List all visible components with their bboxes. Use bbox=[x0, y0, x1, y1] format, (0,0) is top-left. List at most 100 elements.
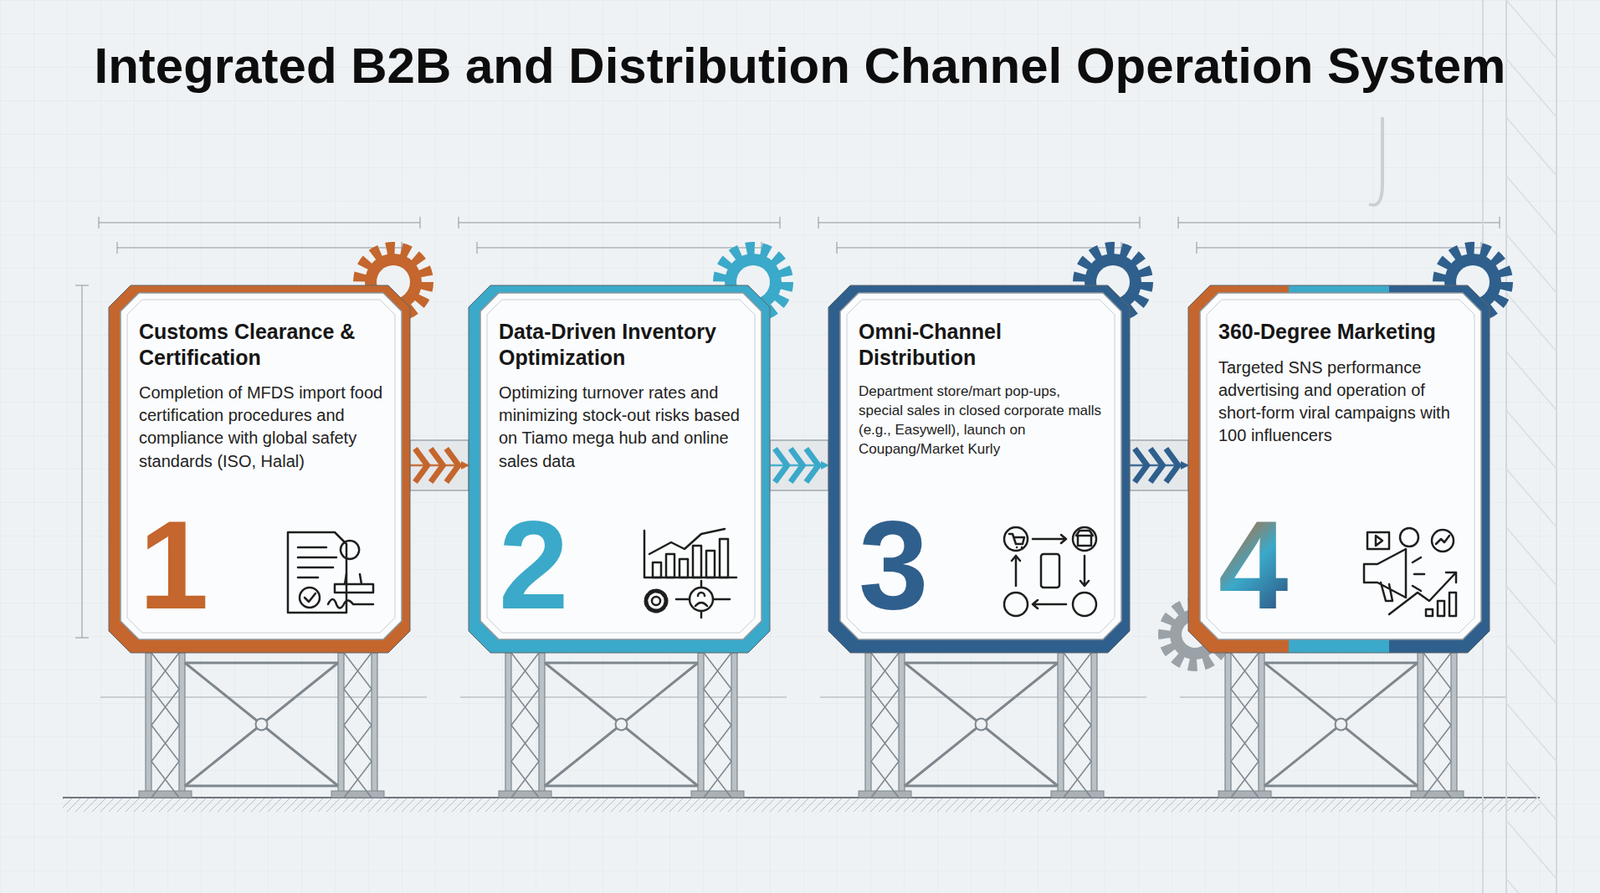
truss-cross bbox=[184, 662, 339, 786]
truss-joint bbox=[615, 718, 628, 731]
social-badge bbox=[1400, 528, 1419, 547]
growth-bar bbox=[1425, 609, 1433, 616]
phone-symbol bbox=[1041, 553, 1060, 588]
scaffold-post bbox=[1555, 0, 1558, 893]
signature bbox=[328, 599, 374, 609]
channel-node bbox=[1004, 527, 1028, 551]
box-heading: Customs Clearance & Certification bbox=[138, 318, 389, 370]
dimension-tick bbox=[1178, 216, 1180, 229]
truss-foot bbox=[1410, 790, 1464, 798]
truss-foot bbox=[1218, 790, 1272, 798]
outer-frame bbox=[468, 285, 770, 653]
chart-axes bbox=[644, 530, 737, 578]
truss-brace bbox=[1063, 688, 1092, 725]
truss-joint bbox=[1335, 718, 1348, 731]
truss-post bbox=[1417, 652, 1424, 798]
truss-brace bbox=[343, 652, 372, 689]
dimension-tick bbox=[1499, 216, 1501, 229]
dimension-lines bbox=[75, 216, 1507, 698]
dimension-line bbox=[476, 247, 762, 249]
panel-inset-line bbox=[1206, 299, 1475, 633]
chart-bar bbox=[666, 553, 675, 578]
dimension-line bbox=[458, 222, 780, 224]
truss-brace bbox=[1230, 688, 1259, 725]
scaffold-brace bbox=[1506, 234, 1557, 293]
box-body: Department store/mart pop-ups, special s… bbox=[858, 381, 1108, 459]
scaffold-brace bbox=[1506, 878, 1557, 893]
truss-beam bbox=[544, 662, 698, 786]
truss-brace bbox=[151, 652, 180, 689]
scaffold-brace bbox=[1506, 527, 1557, 586]
dimension-tick bbox=[836, 241, 838, 254]
cart-symbol bbox=[1009, 533, 1025, 548]
dimension-tick bbox=[420, 216, 421, 229]
connector-band bbox=[410, 440, 469, 491]
gears bbox=[359, 248, 1507, 665]
truss-cross bbox=[544, 662, 698, 786]
truss-beam bbox=[904, 662, 1058, 786]
dimension-tick bbox=[75, 637, 89, 639]
box-heading: 360-Degree Marketing bbox=[1218, 318, 1468, 345]
channel-node bbox=[1072, 527, 1097, 551]
step-number: 4 bbox=[1218, 502, 1288, 628]
step-icon bbox=[995, 525, 1105, 620]
truss-brace bbox=[511, 688, 539, 725]
truss-brace bbox=[511, 761, 539, 798]
truss-brace bbox=[151, 761, 180, 798]
ground-line bbox=[62, 796, 1540, 799]
chart-bar bbox=[706, 550, 715, 578]
box-body: Optimizing turnover rates and minimizing… bbox=[498, 381, 749, 473]
crane-hook bbox=[1369, 117, 1383, 206]
truss-brace bbox=[1063, 761, 1092, 798]
dimension-line bbox=[1196, 247, 1482, 249]
box-content: Customs Clearance & CertificationComplet… bbox=[108, 285, 411, 653]
person-node bbox=[689, 587, 713, 611]
truss-foot bbox=[858, 790, 912, 798]
growth-arrow bbox=[1389, 572, 1457, 615]
truss-brace bbox=[1230, 725, 1259, 762]
dimension-tick bbox=[117, 241, 118, 254]
billboard-box: Omni-Channel DistributionDepartment stor… bbox=[828, 285, 1130, 653]
scaffold-brace bbox=[1506, 58, 1557, 118]
truss-brace bbox=[511, 725, 539, 762]
dimension-line bbox=[818, 222, 1140, 224]
truss-post bbox=[731, 652, 738, 798]
connector-group bbox=[1129, 440, 1189, 491]
scaffold-brace bbox=[1506, 761, 1557, 821]
dimension-line bbox=[117, 247, 402, 249]
truss-foot bbox=[138, 790, 192, 798]
box-content: Omni-Channel DistributionDepartment stor… bbox=[828, 285, 1130, 653]
scaffold-post bbox=[1505, 0, 1508, 893]
truss-post bbox=[865, 652, 872, 798]
dimension-tick bbox=[75, 285, 89, 287]
connector-band bbox=[1129, 440, 1189, 491]
dimension-tick bbox=[818, 216, 820, 229]
truss-post bbox=[371, 652, 378, 798]
truss-foot bbox=[498, 790, 552, 798]
truss-brace bbox=[1230, 761, 1259, 798]
truss-brace bbox=[1423, 725, 1452, 762]
truss-brace bbox=[703, 761, 732, 798]
chart-bar bbox=[692, 545, 702, 578]
billboard-box: Data-Driven Inventory OptimizationOptimi… bbox=[468, 285, 770, 653]
truss-foot bbox=[1051, 790, 1104, 798]
truss-brace bbox=[343, 688, 372, 725]
scaffold-brace bbox=[1506, 351, 1557, 411]
chart-bar bbox=[652, 562, 662, 578]
dimension-tick bbox=[779, 216, 781, 229]
truss-cross bbox=[1264, 662, 1418, 786]
chart-bar bbox=[719, 538, 729, 578]
step-number: 1 bbox=[138, 502, 209, 628]
check-mark bbox=[304, 593, 316, 602]
truss-joint bbox=[975, 718, 988, 731]
inner-panel bbox=[480, 292, 762, 640]
inner-panel bbox=[120, 292, 402, 640]
scaffold-brace bbox=[1506, 0, 1557, 59]
step-icon bbox=[635, 525, 745, 620]
truss-brace bbox=[703, 725, 732, 762]
truss-brace bbox=[871, 725, 899, 762]
ground-hatch bbox=[62, 798, 1540, 812]
step-icon bbox=[276, 525, 385, 620]
outer-frame bbox=[108, 285, 411, 653]
